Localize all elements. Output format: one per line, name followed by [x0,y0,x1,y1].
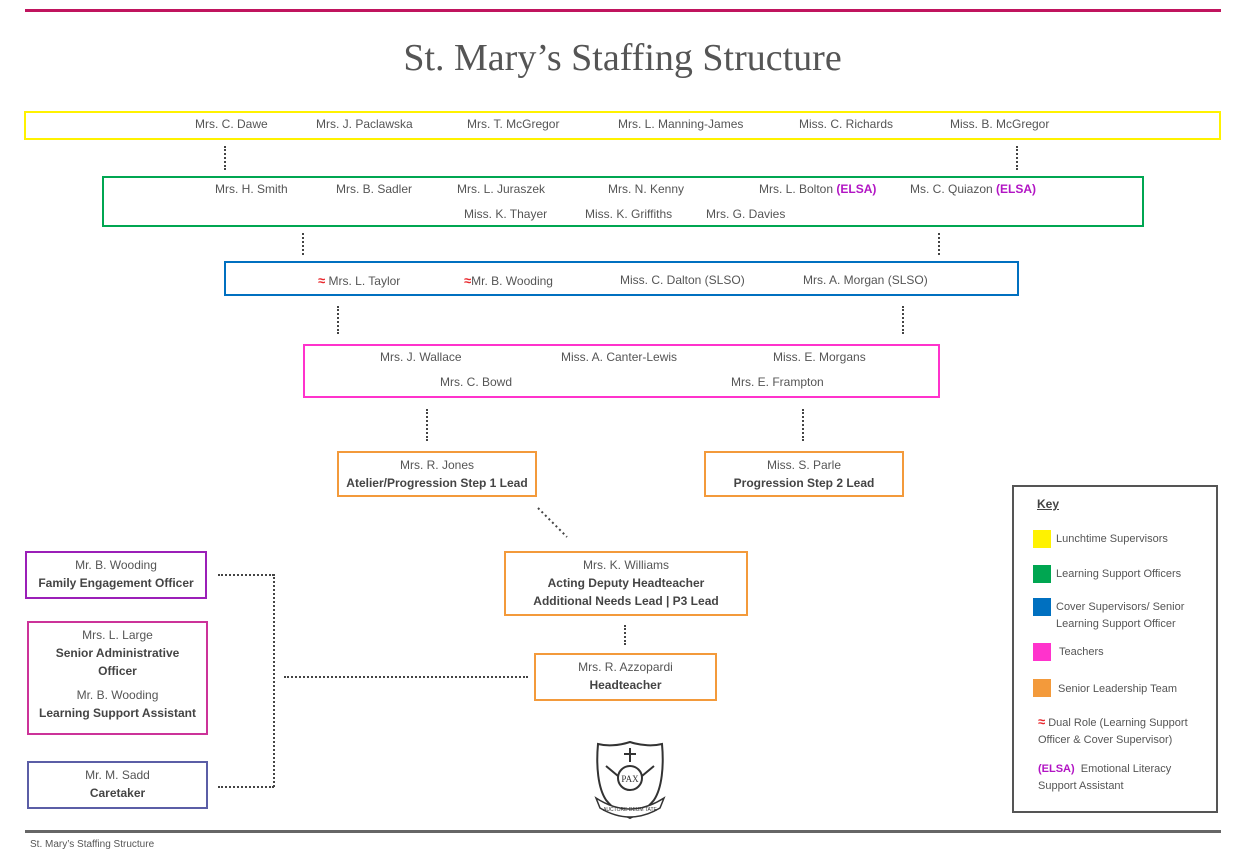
learning-support-officer: Mrs. B. Sadler [336,182,413,196]
swatch-cover [1033,598,1051,616]
key-elsa: (ELSA) Emotional Literacy Support Assist… [1038,763,1172,792]
connector-dotted [938,233,940,255]
elsa-tag: (ELSA) [1038,763,1075,775]
learning-support-officers-box [102,176,1144,227]
teacher: Mrs. C. Bowd [440,375,513,389]
key-label: Senior Leadership Team [1058,683,1178,695]
caretaker-name: Mr. M. Sadd [85,768,150,782]
lunchtime-supervisor: Miss. C. Richards [799,117,894,131]
deputy-name: Mrs. K. Williams [583,558,669,572]
swatch-slt [1033,679,1051,697]
crest-motto: AUCTORE DEUM TATE [603,807,657,813]
step2-lead-role: Progression Step 2 Lead [733,476,875,490]
crest-text: PAX [621,774,639,784]
step1-lead-box: Mrs. R. Jones Atelier/Progression Step 1… [337,451,537,497]
lunchtime-supervisor: Miss. B. McGregor [950,117,1050,131]
teachers-box [303,344,940,398]
admin-name: Mrs. L. Large [82,628,153,642]
connector-dotted [337,306,339,334]
learning-support-officer: Mrs. G. Davies [706,207,786,221]
step1-lead-name: Mrs. R. Jones [399,458,474,472]
swatch-lunchtime [1033,530,1051,548]
headteacher-role: Headteacher [589,678,662,692]
deputy-head-box: Mrs. K. Williams Acting Deputy Headteach… [504,551,748,616]
family-engagement-role: Family Engagement Officer [38,576,194,590]
family-engagement-box: Mr. B. Wooding Family Engagement Officer [25,551,207,599]
learning-support-officer: Mrs. N. Kenny [608,182,685,196]
swatch-lso [1033,565,1051,583]
connector-dotted [1016,146,1018,170]
cover-supervisor-dual: ≈ Mrs. L. Taylor [318,273,401,288]
deputy-role: Acting Deputy Headteacher [547,576,705,590]
bottom-rule [25,830,1221,833]
key-title: Key [1037,497,1060,511]
learning-support-officer: Miss. K. Griffiths [585,207,673,221]
connector-diagonal [537,507,568,538]
page-title: St. Mary’s Staffing Structure [403,37,842,79]
connector-dotted [218,574,274,576]
cover-supervisor-dual: ≈Mr. B. Wooding [464,273,553,288]
learning-support-officer: Mrs. H. Smith [215,182,288,196]
caretaker-role: Caretaker [89,786,146,800]
lunchtime-supervisor: Mrs. J. Paclawska [316,117,413,131]
dual-role-icon: ≈ [464,273,472,288]
connector-dotted [624,625,626,645]
connector-dotted [426,409,428,441]
key-label: Learning Support Officers [1056,568,1182,580]
learning-support-officer: Miss. K. Thayer [464,207,548,221]
dual-role-icon: ≈ [318,273,326,288]
lunchtime-supervisors-box [24,111,1221,140]
connector-dotted [902,306,904,334]
dual-role-icon: ≈ [1038,714,1046,729]
key-panel: Key Lunchtime Supervisors Learning Suppo… [1012,485,1218,813]
connector-dotted [273,574,275,787]
connector-dotted [218,786,274,788]
key-label: Cover Supervisors/ Senior Learning Suppo… [1056,601,1185,630]
deputy-role-2: Additional Needs Lead | P3 Lead [533,594,719,608]
learning-support-officer: Mrs. L. Juraszek [457,182,546,196]
teacher: Miss. A. Canter-Lewis [561,350,678,364]
footer-text: St. Mary’s Staffing Structure [30,839,155,850]
lunchtime-supervisor: Mrs. L. Manning-James [618,117,744,131]
key-dual-role: ≈ Dual Role (Learning Support Officer & … [1038,714,1188,746]
lsa-role: Learning Support Assistant [39,706,196,720]
lunchtime-supervisor: Mrs. T. McGregor [467,117,560,131]
headteacher-box: Mrs. R. Azzopardi Headteacher [534,653,717,701]
connector-dotted [284,676,528,678]
swatch-teachers [1033,643,1051,661]
key-label: Lunchtime Supervisors [1056,533,1168,545]
top-rule [25,9,1221,12]
connector-dotted [224,146,226,170]
elsa-tag: (ELSA) [996,182,1037,196]
step1-lead-role: Atelier/Progression Step 1 Lead [346,476,528,490]
teacher: Miss. E. Morgans [773,350,866,364]
lunchtime-supervisor: Mrs. C. Dawe [195,117,268,131]
headteacher-name: Mrs. R. Azzopardi [578,660,673,674]
step2-lead-name: Miss. S. Parle [766,458,841,472]
cover-supervisor: Miss. C. Dalton (SLSO) [620,273,745,287]
cover-supervisor: Mrs. A. Morgan (SLSO) [803,273,928,287]
elsa-tag: (ELSA) [836,182,877,196]
lsa-name: Mr. B. Wooding [76,688,159,702]
family-engagement-name: Mr. B. Wooding [75,558,157,572]
connector-dotted [802,409,804,441]
learning-support-officer-elsa: Mrs. L. Bolton (ELSA) [759,182,877,196]
step2-lead-box: Miss. S. Parle Progression Step 2 Lead [704,451,904,497]
teacher: Mrs. E. Frampton [731,375,824,389]
cover-supervisors-box [224,261,1019,296]
teacher: Mrs. J. Wallace [380,350,462,364]
admin-support-box: Mrs. L. Large Senior Administrative Offi… [27,621,208,735]
caretaker-box: Mr. M. Sadd Caretaker [27,761,208,809]
admin-role: Senior Administrative Officer [55,646,180,678]
key-label: Teachers [1059,646,1104,658]
connector-dotted [302,233,304,255]
school-crest-logo: PAX AUCTORE DEUM TATE [594,740,666,820]
learning-support-officer-elsa: Ms. C. Quiazon (ELSA) [910,182,1037,196]
